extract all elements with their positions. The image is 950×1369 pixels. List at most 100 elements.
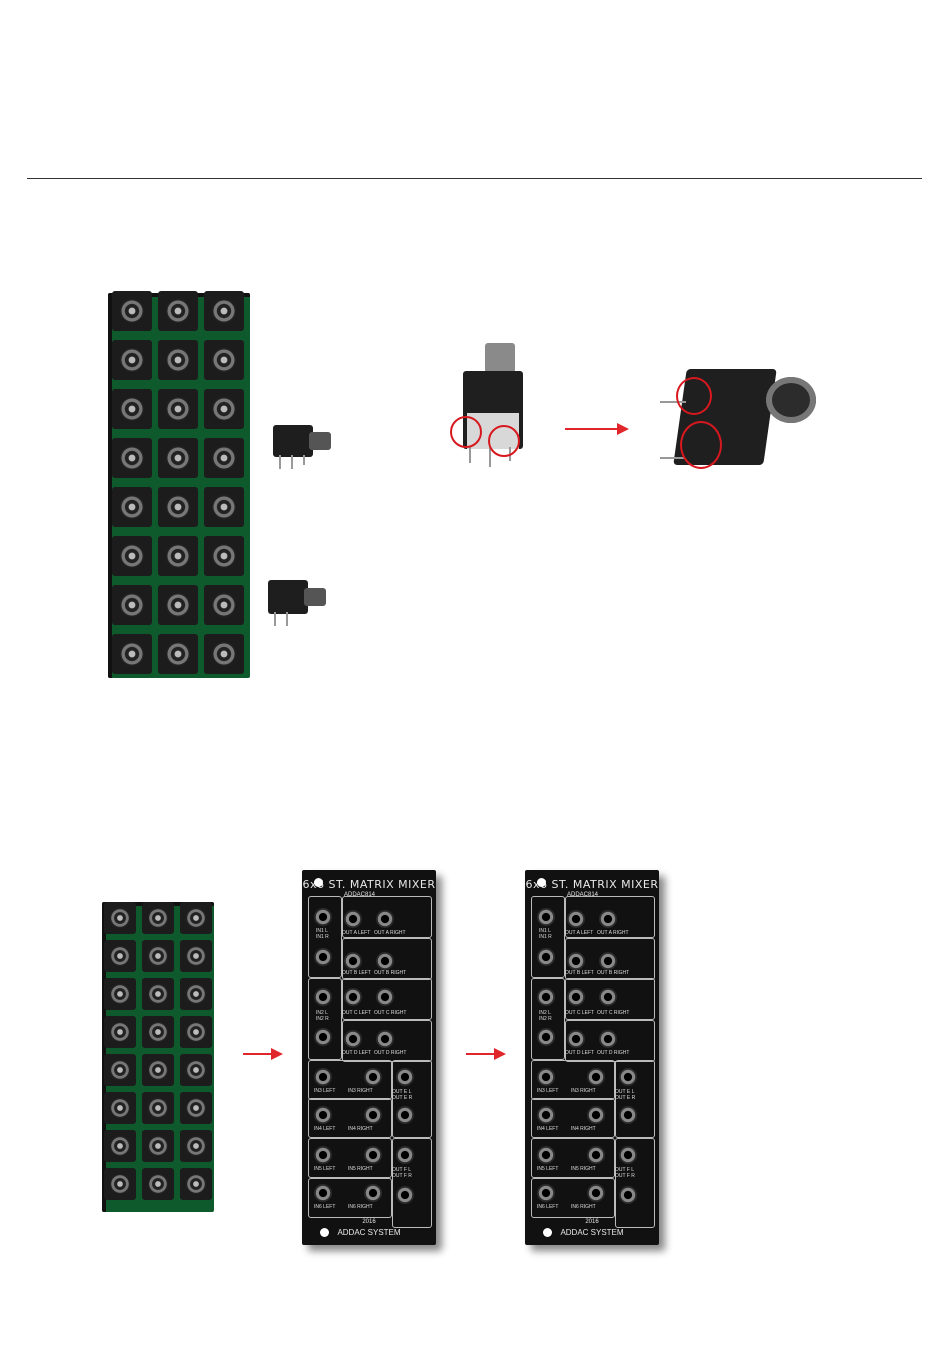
panel-jack [537,948,555,966]
jack-socket [104,1130,136,1162]
mount-hole-icon [537,878,546,887]
jack-socket [158,340,198,380]
photo-pcb-with-loose-jacks [98,285,348,710]
panel-label: IN2 L [539,1010,551,1016]
panel-section-box [392,1138,432,1228]
jack-socket [180,940,212,972]
panel-jack [314,1184,332,1202]
panel-label: OUT C LEFT [342,1010,372,1016]
jack-socket [142,1130,174,1162]
panel-section-box [308,1060,392,1100]
panel-jack [537,988,555,1006]
panel-label: IN3 LEFT [314,1088,336,1094]
panel-front-2: 6x6 ST. MATRIX MIXER ADDAC814 2016 ADDAC… [525,870,659,1245]
mount-hole-icon [314,878,323,887]
highlight-circle-bottom [680,421,722,469]
panel-section-box [308,1178,392,1218]
jack-socket [204,536,244,576]
panel-label: OUT B LEFT [565,970,594,976]
panel-jack [314,1106,332,1124]
panel-jack [396,1146,414,1164]
jack-barrel [766,377,816,423]
panel-label: OUT F R [615,1173,635,1179]
jack-socket [204,389,244,429]
panel-jack [619,1106,637,1124]
panel-section-box [531,1178,615,1218]
panel-label: IN6 LEFT [537,1204,559,1210]
jack-socket [204,291,244,331]
panel-section-box [308,1098,392,1138]
panel-label: OUT A LEFT [565,930,594,936]
mount-hole-icon [543,1228,552,1237]
jack-socket [180,978,212,1010]
panel-section-box [392,1060,432,1138]
panel-label: IN3 RIGHT [348,1088,373,1094]
panel-label: OUT A RIGHT [597,930,629,936]
jack-socket [204,438,244,478]
panel-label: IN3 RIGHT [571,1088,596,1094]
panel-jack [537,908,555,926]
panel-section-box [565,978,655,1020]
jack-socket [112,340,152,380]
photo-jack-front [443,343,543,503]
panel-label: IN4 LEFT [314,1126,336,1132]
panel-label: IN1 R [539,934,552,940]
jack-socket [142,1092,174,1124]
panel-title: 6x6 ST. MATRIX MIXER [302,878,436,891]
panel-section-box [308,896,342,978]
panel-section-box [531,896,565,978]
panel-jack [567,988,585,1006]
jack-socket [204,340,244,380]
panel-jack [376,952,394,970]
panel-label: OUT B RIGHT [597,970,630,976]
panel-jack [567,910,585,928]
panel-front-1: 6x6 ST. MATRIX MIXER ADDAC814 2016 ADDAC… [302,870,436,1245]
panel-jack [314,1146,332,1164]
panel-label: OUT C LEFT [565,1010,595,1016]
panel-jack [537,1068,555,1086]
panel-section-box [565,938,655,980]
panel-label: IN3 LEFT [537,1088,559,1094]
jack-socket [180,1016,212,1048]
panel-label: IN5 RIGHT [571,1166,596,1172]
panel-jack [344,988,362,1006]
jack-socket [104,940,136,972]
panel-section-box [531,1098,615,1138]
panel-jack [537,1106,555,1124]
jack-socket [158,291,198,331]
jack-socket [112,585,152,625]
arrow-icon [243,1048,283,1060]
panel-section-box [342,896,432,938]
panel-section-box [531,1060,615,1100]
arrow-icon [466,1048,506,1060]
panel-label: IN4 RIGHT [348,1126,373,1132]
jack-socket [180,902,212,934]
jack-socket [158,438,198,478]
panel-jack [396,1068,414,1086]
jack-socket [142,1054,174,1086]
loose-jack-bottom [268,580,326,626]
jack-socket [180,1054,212,1086]
highlight-circle-left [450,416,482,448]
jack-socket [180,1168,212,1200]
panel-jack [314,908,332,926]
panel-label: OUT E R [392,1095,413,1101]
jack-socket [158,634,198,674]
panel-section-box [308,1138,392,1178]
arrow-icon [565,423,629,435]
jack-socket [112,634,152,674]
panel-jack [599,952,617,970]
jack-socket [112,291,152,331]
panel-label: OUT B RIGHT [374,970,407,976]
panel-jack [314,948,332,966]
panel-label: OUT D LEFT [565,1050,595,1056]
jack-socket [204,585,244,625]
jack-socket [112,536,152,576]
jack-socket [158,536,198,576]
panel-label: IN6 RIGHT [571,1204,596,1210]
panel-jack [587,1184,605,1202]
panel-label: OUT A LEFT [342,930,371,936]
jack-socket [158,585,198,625]
panel-jack [376,1030,394,1048]
jack-socket [158,389,198,429]
